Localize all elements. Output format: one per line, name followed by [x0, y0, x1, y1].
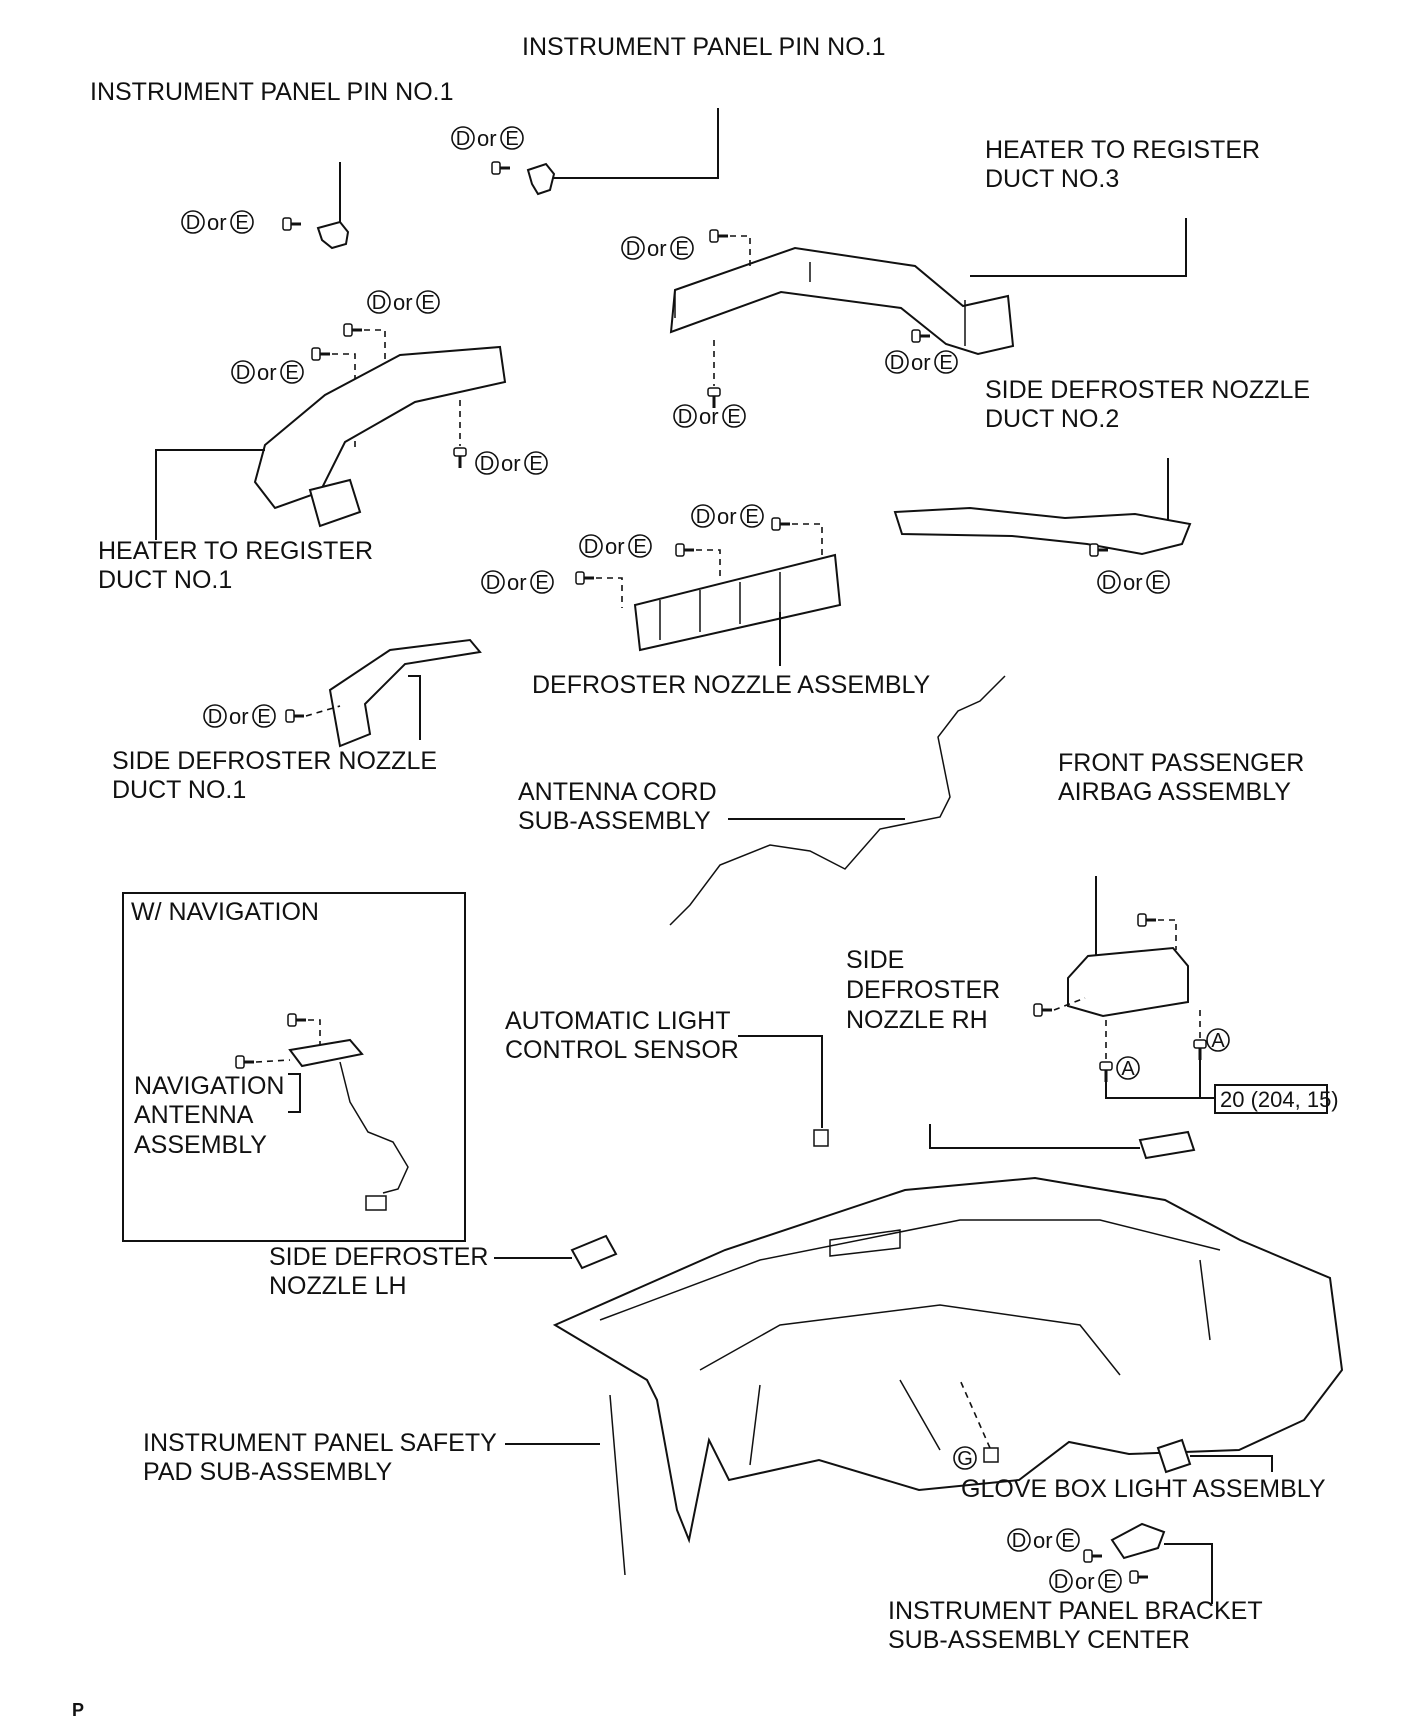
- side-def-no1-label-1: SIDE DEFROSTER NOZZLE: [112, 747, 437, 775]
- side-def-no2-label-2: DUCT NO.2: [985, 405, 1119, 433]
- svg-text:G: G: [957, 1448, 973, 1470]
- fastener-d-or-e: [367, 289, 440, 316]
- screw-icon: [1098, 1060, 1114, 1084]
- auto-light-leader: [738, 1035, 823, 1128]
- heater-no3-label-1: HEATER TO REGISTER: [985, 136, 1260, 164]
- safety-pad-label-2: PAD SUB-ASSEMBLY: [143, 1458, 392, 1486]
- nav-box-title: W/ NAVIGATION: [131, 898, 319, 926]
- nav-ant-label-3: ASSEMBLY: [134, 1131, 267, 1159]
- fastener-a: [1206, 1028, 1230, 1052]
- screw-icon: [574, 570, 596, 586]
- heater-no1-label-1: HEATER TO REGISTER: [98, 537, 373, 565]
- defroster-label: DEFROSTER NOZZLE ASSEMBLY: [532, 671, 931, 699]
- navigation-inset-box: [122, 892, 466, 1242]
- heater-no1-label-2: DUCT NO.1: [98, 566, 232, 594]
- glove-light-leader: [1190, 1455, 1273, 1472]
- side-defroster-duct-no1-part: [328, 638, 482, 748]
- side-defroster-lh-part: [570, 1234, 618, 1270]
- airbag-label-1: FRONT PASSENGER: [1058, 749, 1304, 777]
- glove-light-label: GLOVE BOX LIGHT ASSEMBLY: [961, 1475, 1326, 1503]
- side-rh-leader: [929, 1124, 1140, 1149]
- side-rh-label-3: NOZZLE RH: [846, 1006, 988, 1034]
- side-lh-label-1: SIDE DEFROSTER: [269, 1243, 488, 1271]
- svg-text:A: A: [1211, 1030, 1225, 1052]
- side-defroster-duct-no2-part: [893, 506, 1192, 556]
- heater-no1-leader: [155, 449, 265, 540]
- safety-pad-label-1: INSTRUMENT PANEL SAFETY: [143, 1429, 497, 1457]
- screw-icon: [708, 228, 730, 244]
- glove-box-light-part: [1156, 1438, 1192, 1474]
- auto-light-sensor-part: [813, 1129, 829, 1147]
- fastener-d-or-e: [579, 533, 652, 560]
- auto-light-label-2: CONTROL SENSOR: [505, 1036, 739, 1064]
- side-defroster-rh-part: [1138, 1130, 1196, 1160]
- fastener-d-or-e: [1049, 1568, 1122, 1595]
- bracket-label-2: SUB-ASSEMBLY CENTER: [888, 1626, 1190, 1654]
- nav-antenna-part: [288, 1038, 364, 1068]
- heater-duct-no3-part: [669, 246, 1015, 356]
- nav-ant-label-2: ANTENNA: [134, 1101, 254, 1129]
- side-rh-label-1: SIDE: [846, 946, 904, 974]
- screw-icon: [1032, 1002, 1054, 1018]
- screw-icon: [910, 328, 932, 344]
- footer-code: P: [72, 1700, 84, 1720]
- heater-no3-leader: [970, 218, 1187, 277]
- fastener-a: [1116, 1056, 1140, 1080]
- antenna-cord-part: [669, 675, 1006, 926]
- fastener-d-or-e: [621, 235, 694, 262]
- heater-no3-label-2: DUCT NO.3: [985, 165, 1119, 193]
- airbag-part: [1067, 946, 1189, 1018]
- nav-ant-label-1: NAVIGATION: [134, 1072, 284, 1100]
- side-def-no1-leader: [408, 675, 421, 740]
- fastener-d-or-e: [691, 503, 764, 530]
- bracket-leader: [1164, 1543, 1213, 1604]
- heater-duct-no1-part: [253, 345, 507, 510]
- side-rh-label-2: DEFROSTER: [846, 976, 1000, 1004]
- antenna-label-1: ANTENNA CORD: [518, 778, 717, 806]
- screw-icon: [310, 346, 332, 362]
- screw-icon: [452, 446, 468, 470]
- screw-icon: [1128, 1569, 1150, 1585]
- fastener-d-or-e: [231, 359, 304, 386]
- fastener-d-or-e: [203, 703, 276, 730]
- screw-icon: [1192, 1038, 1208, 1062]
- pin-top-part: [526, 162, 556, 196]
- fastener-d-or-e: [1007, 1527, 1080, 1554]
- defroster-nozzle-part: [633, 553, 842, 652]
- fastener-g: [953, 1446, 977, 1470]
- screw-icon: [770, 516, 792, 532]
- fastener-d-or-e: [885, 349, 958, 376]
- fastener-d-or-e: [451, 125, 524, 152]
- screw-icon: [342, 322, 364, 338]
- screw-icon: [284, 708, 306, 724]
- side-def-no2-label-1: SIDE DEFROSTER NOZZLE: [985, 376, 1310, 404]
- bracket-part: [1110, 1522, 1166, 1560]
- torque-box: [1214, 1084, 1328, 1114]
- pin-top-leader: [548, 108, 719, 179]
- side-lh-label-2: NOZZLE LH: [269, 1272, 407, 1300]
- pin-top-label: INSTRUMENT PANEL PIN NO.1: [522, 33, 886, 61]
- auto-light-label-1: AUTOMATIC LIGHT: [505, 1007, 730, 1035]
- torque-value: 20 (204, 15): [1220, 1087, 1339, 1112]
- fastener-d-or-e: [1097, 569, 1170, 596]
- pin-left-label: INSTRUMENT PANEL PIN NO.1: [90, 78, 454, 106]
- screw-icon: [490, 160, 512, 176]
- fastener-d-or-e: [673, 403, 746, 430]
- airbag-label-2: AIRBAG ASSEMBLY: [1058, 778, 1291, 806]
- screw-icon: [674, 542, 696, 558]
- bracket-label-1: INSTRUMENT PANEL BRACKET: [888, 1597, 1263, 1625]
- fastener-d-or-e: [481, 569, 554, 596]
- screw-icon: [1082, 1548, 1104, 1564]
- fastener-d-or-e: [181, 209, 254, 236]
- side-def-no1-label-2: DUCT NO.1: [112, 776, 246, 804]
- svg-text:A: A: [1121, 1058, 1135, 1080]
- screw-icon: [1136, 912, 1158, 928]
- pin-left-part: [316, 220, 350, 250]
- nut-icon: [983, 1447, 999, 1463]
- fastener-d-or-e: [475, 450, 548, 477]
- antenna-label-2: SUB-ASSEMBLY: [518, 807, 711, 835]
- screw-icon: [281, 216, 303, 232]
